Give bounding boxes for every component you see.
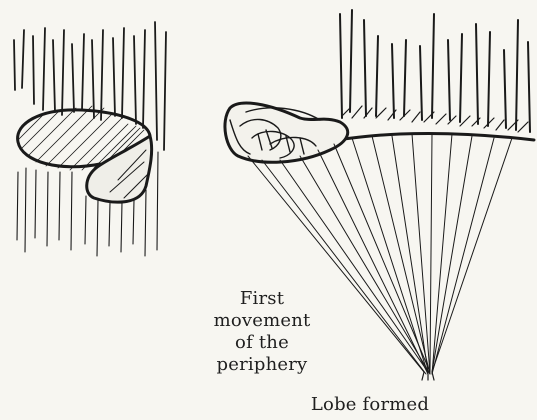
left-inverted-lobe: [87, 136, 152, 202]
right-caption-text: Lobe formed: [290, 394, 450, 416]
left-caption-line1: First movement: [197, 288, 327, 332]
right-lobe-outline: [225, 103, 348, 162]
right-canopy-folds: [340, 10, 530, 132]
right-lines-confluence: [422, 372, 434, 380]
left-canopy-illustration: [14, 22, 166, 256]
right-caption: Lobe formed: [290, 394, 450, 416]
right-skirt-hatching: [342, 106, 528, 132]
left-caption: First movement of the periphery: [197, 288, 327, 376]
left-caption-line2: of the periphery: [197, 332, 327, 376]
